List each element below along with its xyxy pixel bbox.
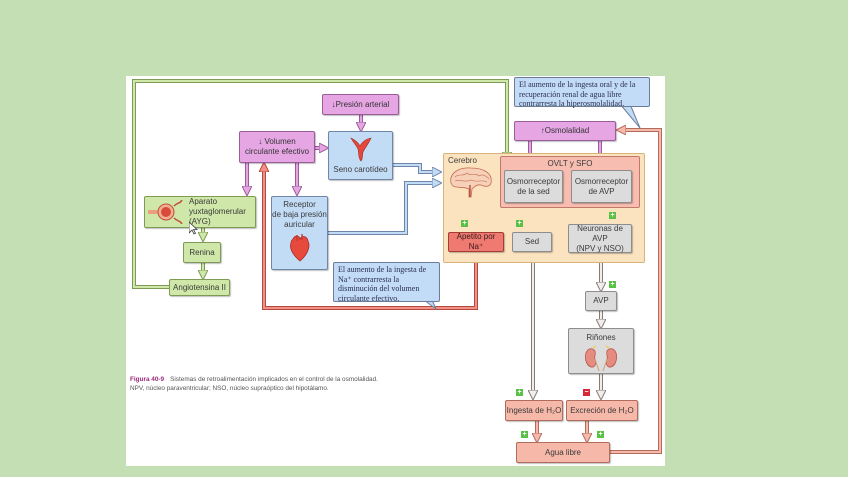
excrecion-label: Excreción de H₂O: [570, 405, 634, 415]
agua-libre-label: Agua libre: [544, 447, 582, 457]
angiotensina-node[interactable]: Angiotensina II: [169, 279, 230, 296]
ayg-line3: (AYG): [189, 217, 211, 226]
receptor-line1: Receptor: [283, 200, 316, 209]
minus-sign-excrecion: −: [583, 389, 590, 396]
receptor-line2: de baja presión: [272, 210, 327, 219]
ayg-node[interactable]: Aparato yuxtaglomerular (AYG): [144, 196, 256, 228]
osm-avp-line2: de AVP: [588, 186, 615, 196]
plus-sign-agua-ingesta: +: [521, 431, 528, 438]
osmorreceptor-sed-node[interactable]: Osmorreceptor de la sed: [504, 170, 563, 203]
rinones-label: Riñones: [586, 333, 616, 342]
seno-carotideo-label: Seno carotídeo: [333, 165, 388, 174]
neuronas-avp-node[interactable]: Neuronas de AVP (NPV y NSO): [568, 224, 632, 253]
plus-sign-sed: +: [516, 220, 523, 227]
mouse-cursor-icon: [188, 221, 199, 240]
caption-line1: Sistemas de retroalimentación implicados…: [170, 376, 378, 383]
apetito-na-node[interactable]: Apetito por Na⁺: [448, 232, 504, 252]
plus-sign-avp: +: [609, 281, 616, 288]
seno-carotideo-node[interactable]: Seno carotídeo: [328, 131, 393, 180]
ingesta-h2o-node[interactable]: Ingesta de H₂O: [505, 400, 563, 421]
osm-sed-line1: Osmorreceptor: [506, 176, 561, 186]
excrecion-h2o-node[interactable]: Excreción de H₂O: [566, 400, 638, 421]
volumen-line1: ↓ Volumen: [258, 137, 296, 146]
neuronas-line1: Neuronas de AVP: [577, 223, 623, 243]
ayg-line1: Aparato: [189, 197, 218, 206]
ayg-line2: yuxtaglomerular: [189, 207, 246, 216]
receptor-baja-presion-node[interactable]: Receptor de baja presión auricular: [271, 196, 328, 270]
ovlt-sfo-label: OVLT y SFO: [547, 159, 593, 168]
heart-icon: [287, 233, 313, 266]
glomerulus-icon: [148, 199, 184, 229]
volumen-circulante-node[interactable]: ↓ Volumen circulante efectivo: [239, 131, 315, 163]
plus-sign-agua-excrecion: +: [597, 431, 604, 438]
agua-libre-node[interactable]: Agua libre: [516, 442, 610, 463]
callout-ingesta-na: El aumento de la ingesta de Na⁺ contrarr…: [333, 262, 440, 303]
renina-node[interactable]: Renina: [183, 242, 221, 263]
receptor-line3: auricular: [284, 220, 315, 229]
presion-arterial-label: ↓Presión arterial: [331, 99, 390, 109]
sed-node[interactable]: Sed: [512, 232, 552, 252]
presion-arterial-node[interactable]: ↓Presión arterial: [322, 94, 399, 115]
osm-sed-line2: de la sed: [517, 186, 550, 196]
osmolalidad-label: ↑Osmolalidad: [540, 126, 590, 135]
callout-hiperosmolalidad: El aumento de la ingesta oral y de la re…: [514, 77, 650, 108]
kidneys-icon: [583, 345, 619, 374]
plus-sign-apetito: +: [461, 220, 468, 227]
avp-node[interactable]: AVP: [585, 291, 617, 311]
ingesta-label: Ingesta de H₂O: [506, 405, 562, 415]
rinones-node[interactable]: Riñones: [568, 328, 634, 374]
renina-label: Renina: [189, 247, 215, 257]
avp-label: AVP: [593, 296, 609, 305]
angiotensina-label: Angiotensina II: [173, 282, 226, 292]
plus-sign-ingesta: +: [516, 389, 523, 396]
sed-label: Sed: [524, 237, 540, 246]
apetito-label: Apetito por Na⁺: [456, 232, 496, 251]
cerebro-label: Cerebro: [448, 156, 477, 165]
plus-sign-neuronas: +: [609, 212, 616, 219]
brain-icon: [447, 165, 495, 204]
volumen-line2: circulante efectivo: [244, 147, 310, 156]
osmorreceptor-avp-node[interactable]: Osmorreceptor de AVP: [571, 170, 632, 203]
figure-label: Figura 40-9: [130, 376, 165, 383]
neuronas-line2: (NPV y NSO): [576, 243, 624, 253]
caption-line2: NPV, núcleo paraventricular; NSO, núcleo…: [130, 385, 329, 392]
osmolalidad-node[interactable]: ↑Osmolalidad: [514, 121, 616, 141]
carotid-icon: [349, 136, 373, 165]
figure-caption: Figura 40-9 Sistemas de retroalimentación…: [130, 375, 470, 393]
osm-avp-line1: Osmorreceptor: [574, 176, 629, 186]
